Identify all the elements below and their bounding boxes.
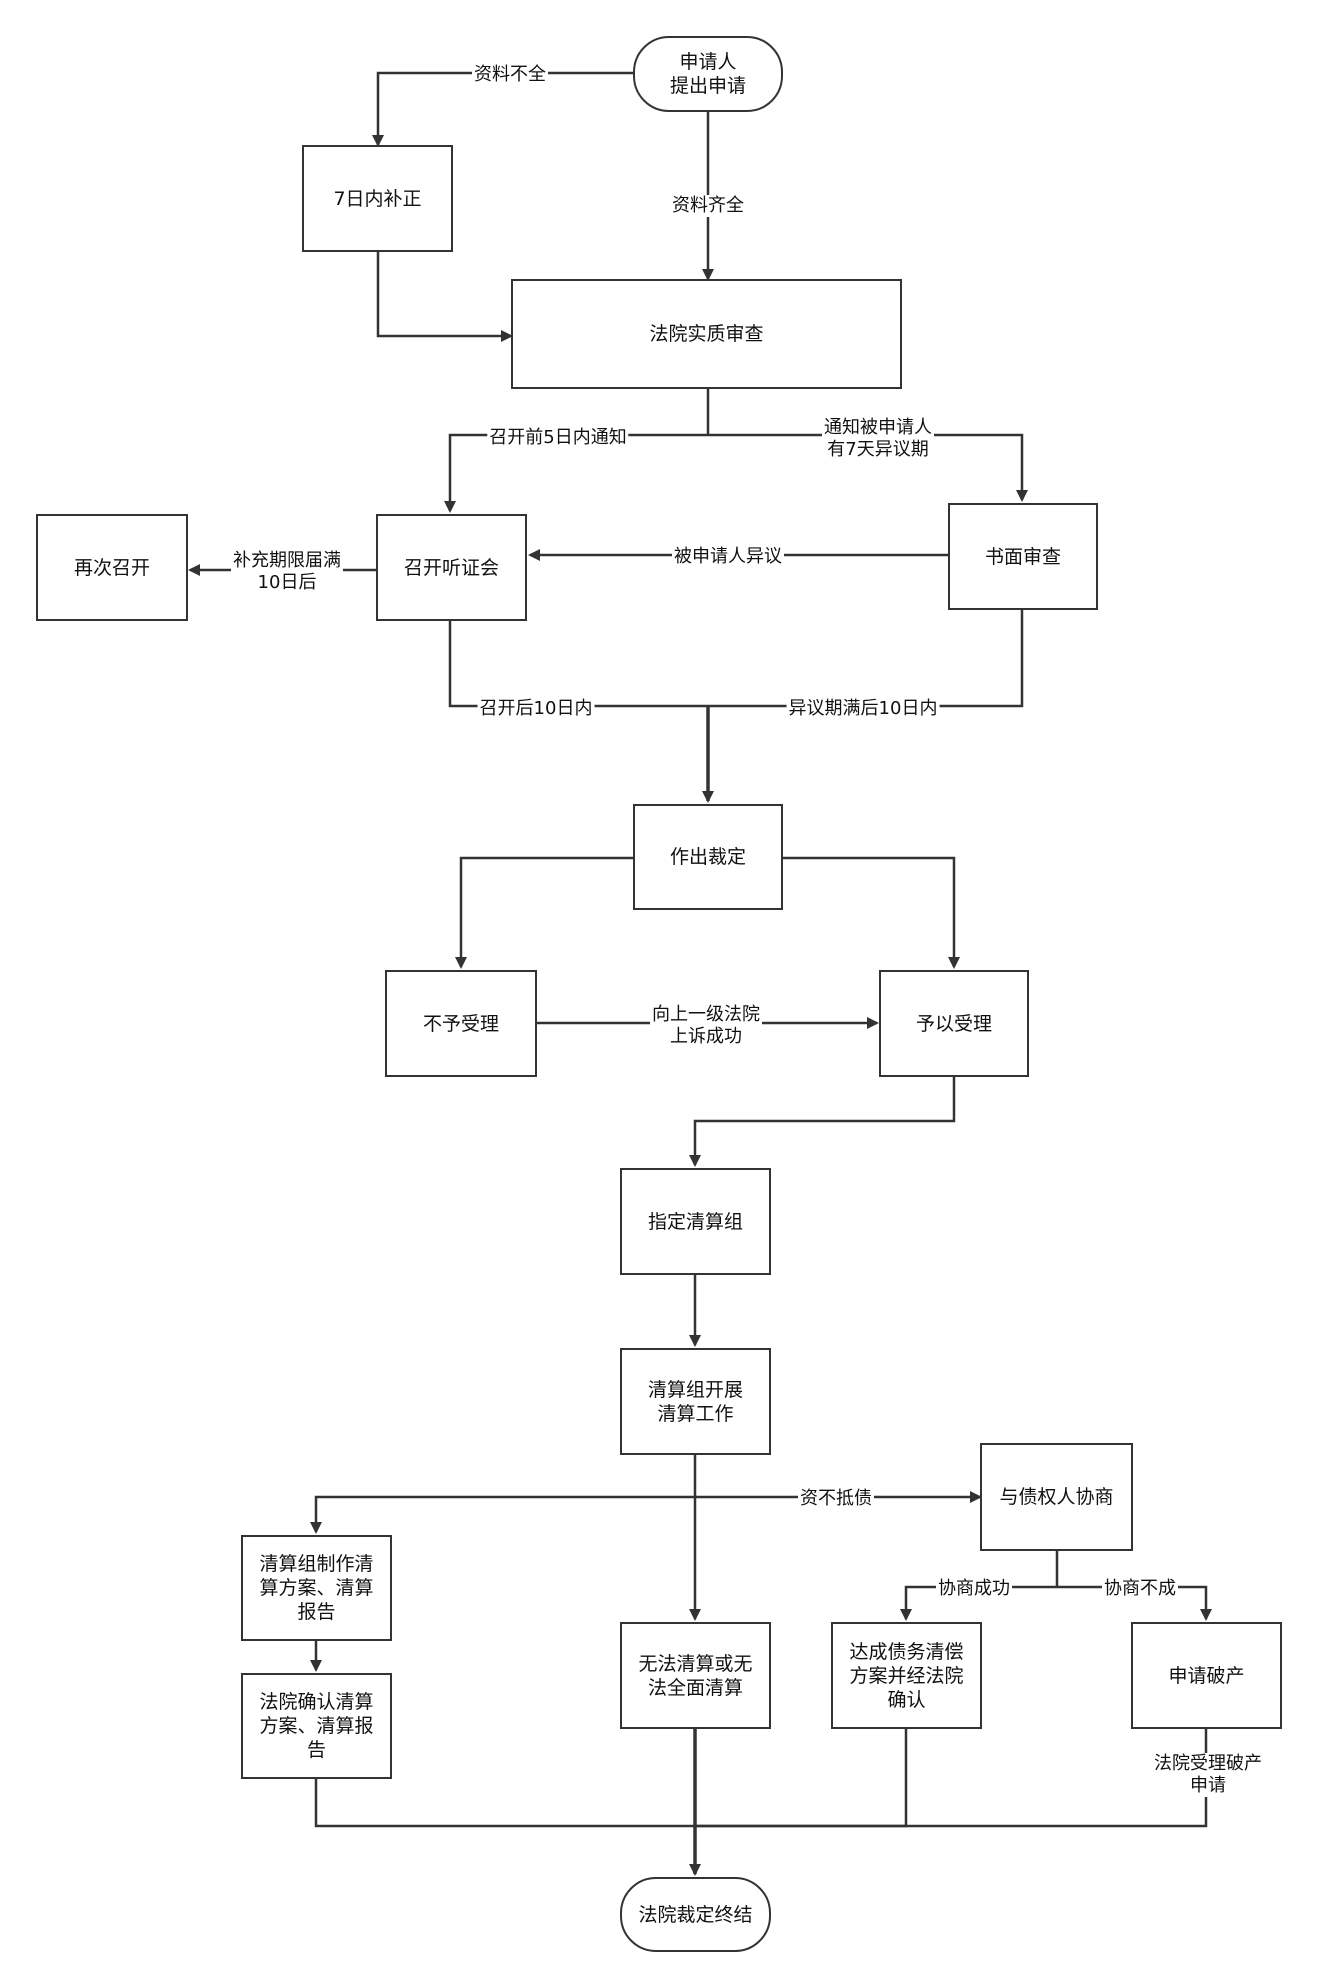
label-respondent-objection: 被申请人异议 (672, 546, 784, 568)
edge-ruling-to-reject (455, 856, 633, 969)
node-settlement: 达成债务清偿 方案并经法院 确认 (831, 1622, 982, 1729)
label-complete: 资料齐全 (670, 195, 746, 217)
node-end: 法院裁定终结 (620, 1877, 771, 1952)
label-appeal-success: 向上一级法院 上诉成功 (650, 1004, 762, 1048)
node-make-plan: 清算组制作清 算方案、清算 报告 (241, 1535, 392, 1641)
node-ruling: 作出裁定 (633, 804, 783, 910)
node-written-review: 书面审查 (948, 503, 1098, 610)
label-notice-respondent: 通知被申请人 有7天异议期 (822, 417, 934, 461)
edge-hearing-down (448, 621, 708, 708)
label-notice-5days: 召开前5日内通知 (487, 427, 629, 449)
label-negotiation-success: 协商成功 (936, 1578, 1012, 1600)
node-retry-hearing: 再次召开 (36, 514, 188, 621)
label-within-10-after-hearing: 召开后10日内 (477, 698, 595, 720)
label-extension-expired: 补充期限届满 10日后 (231, 550, 343, 594)
node-apply: 申请人 提出申请 (633, 36, 783, 112)
node-reject: 不予受理 (385, 970, 537, 1077)
node-court-confirm: 法院确认清算 方案、清算报 告 (241, 1673, 392, 1779)
edge-written-down (708, 610, 1024, 708)
edge-work-to-plan (310, 1495, 695, 1534)
edge-accept-to-assign (689, 1077, 956, 1167)
label-insolvent: 资不抵债 (798, 1488, 874, 1510)
node-cannot-liquidate: 无法清算或无 法全面清算 (620, 1622, 771, 1729)
edge-supplement-to-review (376, 252, 513, 342)
label-court-accepts-bankruptcy: 法院受理破产申请 (1151, 1753, 1265, 1797)
edge-ruling-to-accept (783, 856, 960, 969)
node-assign-team: 指定清算组 (620, 1168, 771, 1275)
edge-settlement-to-end (695, 1729, 908, 1828)
node-hearing: 召开听证会 (376, 514, 527, 621)
edge-apply-to-supplement (372, 71, 633, 147)
node-accept: 予以受理 (879, 970, 1029, 1077)
edge-bankruptcy-to-end (695, 1729, 1208, 1828)
node-supplement: 7日内补正 (302, 145, 453, 252)
edge-review-to-written (708, 433, 1028, 502)
edge-confirm-to-end (314, 1779, 695, 1828)
node-bankruptcy: 申请破产 (1131, 1622, 1282, 1729)
node-team-work: 清算组开展 清算工作 (620, 1348, 771, 1455)
node-court-review: 法院实质审查 (511, 279, 902, 389)
label-negotiation-failed: 协商不成 (1102, 1578, 1178, 1600)
label-within-10-after-objection: 异议期满后10日内 (786, 698, 940, 720)
node-negotiate: 与债权人协商 (980, 1443, 1133, 1551)
label-incomplete: 资料不全 (472, 64, 548, 86)
